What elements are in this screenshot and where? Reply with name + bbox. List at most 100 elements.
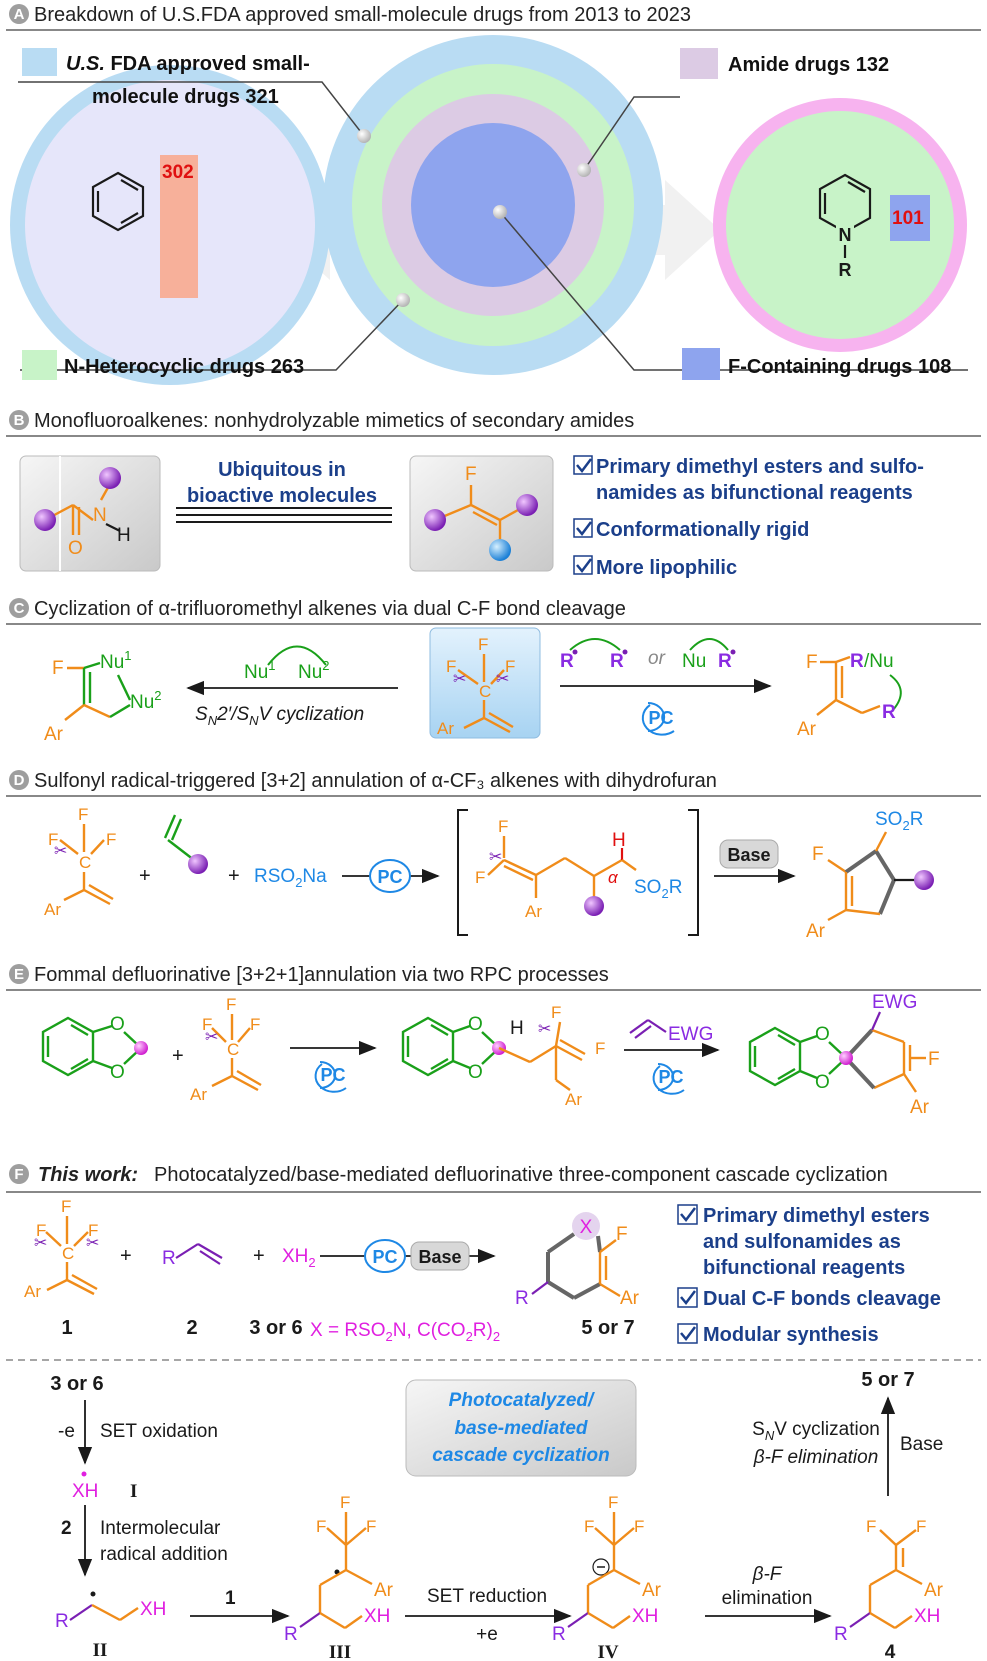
section-d-header: D Sulfonyl radical-triggered [3+2] annul…	[6, 770, 981, 797]
svg-text:F: F	[584, 1517, 594, 1536]
check-item-2: Conformationally rigid	[573, 518, 809, 541]
svg-text:F: F	[916, 1517, 926, 1536]
svg-text:F: F	[551, 1003, 561, 1022]
svg-text:2: 2	[186, 1317, 197, 1339]
scissors-icon: ✂	[453, 671, 466, 688]
svg-text:N: N	[93, 505, 107, 526]
intermediate-iii: F F F Ar R XH III	[284, 1493, 394, 1661]
svg-text:PC: PC	[377, 867, 402, 887]
svg-text:F: F	[478, 635, 488, 654]
svg-text:F: F	[88, 1221, 98, 1240]
svg-text:Ar: Ar	[924, 1580, 944, 1601]
cf3-alkene-c: F F F C Ar ✂ ✂	[437, 635, 515, 738]
svg-text:radical addition: radical addition	[100, 1544, 228, 1565]
svg-text:IV: IV	[597, 1642, 618, 1661]
svg-text:II: II	[93, 1640, 108, 1661]
svg-text:EWG: EWG	[668, 1024, 713, 1045]
svg-text:F: F	[52, 658, 64, 679]
panel-d: F F F C Ar ✂ + + RSO2Na PC	[44, 805, 934, 942]
svg-text:or: or	[648, 648, 666, 669]
e-arrow-1: PC	[290, 1040, 377, 1093]
svg-text:C: C	[62, 1244, 74, 1263]
svg-text:F: F	[806, 652, 818, 673]
svg-text:Ar: Ar	[806, 921, 826, 942]
svg-text:F: F	[616, 1224, 628, 1245]
check-item-3: More lipophilic	[573, 555, 737, 579]
d-base-arrow: Base	[714, 839, 796, 884]
svg-text:Base: Base	[727, 845, 770, 865]
check-icon	[680, 1207, 696, 1223]
svg-text:PC: PC	[658, 1067, 683, 1087]
svg-text:F: F	[634, 1517, 644, 1536]
d-alkene	[163, 814, 208, 874]
svg-text:PC: PC	[320, 1065, 345, 1085]
svg-text:Dual C-F bonds cleavage: Dual C-F bonds cleavage	[703, 1288, 941, 1310]
svg-text:Modular synthesis: Modular synthesis	[703, 1324, 879, 1346]
svg-text:101: 101	[892, 208, 924, 229]
svg-text:X = RSO2N, C(CO2R)2: X = RSO2N, C(CO2R)2	[310, 1320, 500, 1344]
section-a-header: A Breakdown of U.S.FDA approved small-mo…	[6, 4, 981, 31]
svg-text:F: F	[595, 1039, 605, 1058]
svg-text:Intermolecular: Intermolecular	[100, 1518, 221, 1539]
svg-text:F: F	[608, 1493, 618, 1512]
d-pc-arrow: PC	[342, 859, 440, 893]
svg-text:Sulfonyl radical-triggered [3+: Sulfonyl radical-triggered [3+2] annulat…	[34, 770, 717, 792]
svg-text:XH2: XH2	[282, 1246, 316, 1270]
svg-text:F: F	[226, 995, 236, 1014]
svg-text:+: +	[253, 1245, 265, 1267]
panel-a: 302 101 N R	[10, 35, 968, 385]
svg-text:O: O	[468, 1062, 483, 1083]
f-alkene: R	[162, 1243, 223, 1269]
svg-text:SO2R: SO2R	[634, 877, 682, 901]
f-product: X F Ar R	[515, 1212, 640, 1309]
e-arrow-2: EWG PC	[624, 1019, 720, 1095]
svg-text:PC: PC	[648, 708, 673, 728]
svg-text:C: C	[227, 1040, 239, 1059]
svg-text:4: 4	[885, 1642, 896, 1661]
pyridine-icon: N R	[818, 173, 872, 280]
legend-amide-swatch	[680, 48, 718, 79]
svg-text:3 or 6: 3 or 6	[249, 1317, 302, 1339]
svg-text:Fommal defluorinative [3+2+1]a: Fommal defluorinative [3+2+1]annulation …	[34, 964, 609, 986]
svg-text:F-Containing drugs 108: F-Containing drugs 108	[728, 356, 951, 378]
cf3-alkene-box	[429, 627, 541, 739]
panel-b: N H O Ubiquitous in bioactive molecules …	[19, 455, 924, 579]
svg-text:XH: XH	[72, 1481, 98, 1502]
svg-text:namides as bifunctional reagen: namides as bifunctional reagents	[596, 482, 913, 504]
svg-text:SN2′/SNV cyclization: SN2′/SNV cyclization	[195, 704, 364, 728]
svg-text:302: 302	[162, 162, 194, 183]
svg-text:1: 1	[225, 1588, 236, 1609]
amide-box	[19, 455, 161, 572]
svg-text:Nu1: Nu1	[100, 648, 132, 673]
benzene-icon	[91, 171, 145, 232]
svg-text:EWG: EWG	[872, 992, 917, 1013]
svg-text:Conformationally rigid: Conformationally rigid	[596, 519, 809, 541]
svg-text:Amide drugs 132: Amide drugs 132	[728, 54, 889, 76]
svg-text:This work:: This work:	[38, 1164, 138, 1186]
svg-text:D: D	[14, 772, 25, 789]
legend-fcont-swatch	[682, 348, 720, 380]
scissors-icon: ✂	[34, 1235, 47, 1252]
svg-text:F: F	[202, 1015, 212, 1034]
check-icon	[680, 1326, 696, 1342]
svg-text:F: F	[475, 868, 485, 887]
svg-text:bioactive molecules: bioactive molecules	[187, 485, 377, 507]
svg-text:XH: XH	[914, 1606, 940, 1627]
panel-f: F F F C Ar ✂ ✂ + R + XH2 PC	[6, 1197, 981, 1361]
c-right-product: F R /Nu R Ar	[797, 651, 902, 740]
svg-text:PC: PC	[372, 1247, 397, 1267]
svg-text:E: E	[14, 966, 24, 983]
svg-text:R: R	[850, 651, 864, 672]
d-cf3-alkene: F F F C Ar ✂	[44, 805, 116, 919]
svg-text:cascade cyclization: cascade cyclization	[432, 1445, 609, 1466]
svg-text:F: F	[316, 1517, 326, 1536]
scissors-icon: ✂	[489, 849, 502, 866]
svg-text:B: B	[14, 412, 25, 429]
svg-text:Ar: Ar	[620, 1288, 640, 1309]
svg-text:2: 2	[61, 1518, 72, 1539]
svg-text:Ar: Ar	[797, 719, 817, 740]
svg-text:SNV cyclization: SNV cyclization	[752, 1419, 880, 1443]
svg-text:1: 1	[61, 1317, 72, 1339]
svg-text:I: I	[130, 1481, 137, 1502]
svg-text:XH: XH	[140, 1599, 166, 1620]
